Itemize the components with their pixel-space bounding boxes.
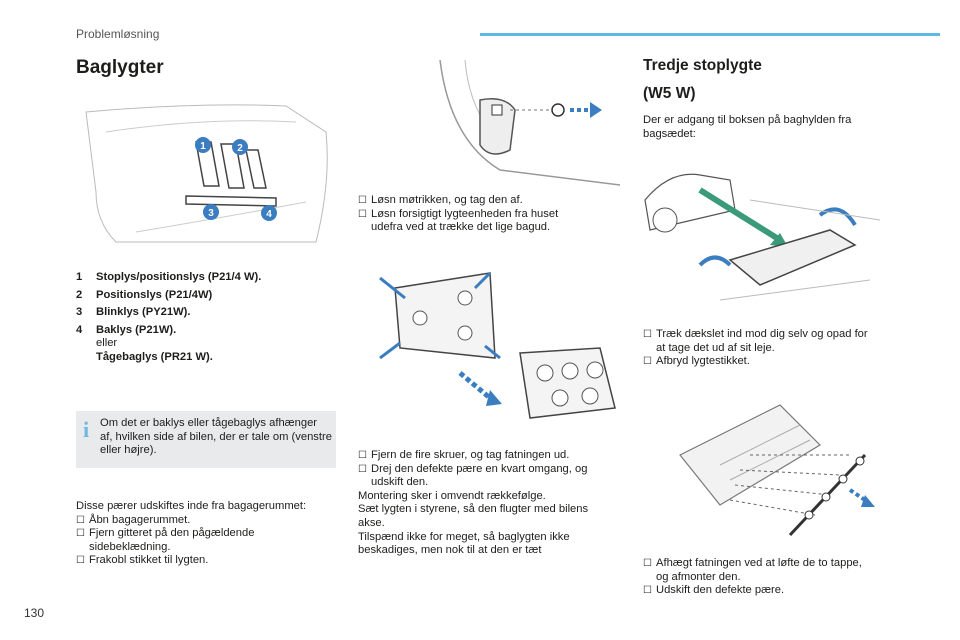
checkbox-icon: ☐ [643,356,652,368]
page-title: Baglygter [76,57,164,78]
callout-3: 3 [203,204,219,220]
rear-lamp-figure: 1 2 3 4 [76,92,336,258]
intro-line: Disse pærer udskiftes inde fra bagagerum… [76,500,307,512]
legend-label: Positionslys (P21/4W) [96,288,213,301]
checkbox-icon: ☐ [76,528,85,540]
checkbox-icon: ☐ [358,208,367,220]
bulb-holder-figure [660,395,890,545]
lamp-housing-figure [370,268,620,438]
step-text-cont: sidebeklædning. [89,540,171,553]
col2-instructions-b: ☐ Fjern de fire skruer, og tag fatningen … [358,449,628,558]
checkbox-icon: ☐ [358,463,367,475]
step-text: Afhægt fatningen ved at løfte de to tapp… [656,557,862,569]
svg-text:1: 1 [200,141,206,152]
header-bar [480,33,940,36]
step-text: Fjern de fire skruer, og tag fatningen u… [371,449,570,461]
checkbox-icon: ☐ [76,514,85,526]
step-text-cont: udefra ved at trække det lige bagud. [371,221,551,234]
svg-text:2: 2 [237,143,243,154]
step-text: Træk dækslet ind mod dig selv og opad fo… [656,328,868,340]
step-text: Udskift den defekte pære. [656,584,785,597]
lamp-legend: 1 Stoplys/positionslys (P21/4 W). 2 Posi… [76,271,346,369]
checkbox-icon: ☐ [358,195,367,206]
step-text: Drej den defekte pære en kvart omgang, o… [371,462,588,475]
step-text: Fjern gitteret på den pågældende [89,527,255,540]
legend-item: 2 Positionslys (P21/4W) [76,289,346,303]
body-line: beskadiges, men nok til at den er tæt [358,544,542,557]
body-line: akse. [358,516,385,529]
body-line: Tilspænd ikke for meget, så baglygten ik… [358,530,570,543]
checkbox-icon: ☐ [358,450,367,461]
step-text: Frakobl stikket til lygten. [89,554,209,567]
legend-item: 3 Blinklys (PY21W). [76,306,346,320]
legend-label: Stoplys/positionslys (P21/4 W). [96,271,262,283]
step-text: Åbn bagagerummet. [89,513,191,526]
third-brake-light-figure [640,160,885,310]
info-icon: i [83,417,90,442]
col3-instructions-a: ☐ Træk dækslet ind mod dig selv og opad f… [643,328,913,369]
col3-instructions-b: ☐ Afhægt fatningen ved at løfte de to tap… [643,557,913,598]
callout-4: 4 [261,205,277,221]
svg-text:4: 4 [266,209,272,220]
callout-1: 1 [195,137,211,153]
col1-instructions: Disse pærer udskiftes inde fra bagagerum… [76,500,346,568]
checkbox-icon: ☐ [76,555,85,567]
legend-number: 4 [76,323,83,336]
legend-number: 1 [76,271,83,283]
step-text-cont: udskift den. [371,476,429,489]
legend-number: 2 [76,288,83,301]
body-line: Sæt lygten i styrene, så den flugter med… [358,503,589,516]
legend-or: eller [96,337,118,350]
section-title-third-brake-light: Tredje stoplygte [643,57,762,74]
info-text: Om det er baklys eller tågebaglys afhæng… [100,417,332,457]
step-text: Afbryd lygtestikket. [656,355,750,368]
section-subtitle-bulb-type: (W5 W) [643,85,696,102]
legend-alt-label: Tågebaglys (PR21 W). [96,350,213,363]
section-label: Problemløsning [76,27,160,41]
svg-text:3: 3 [208,208,214,219]
callout-2: 2 [232,139,248,155]
legend-label: Blinklys (PY21W). [96,306,191,319]
intro-line: Der er adgang til boksen på baghylden fr… [643,114,852,126]
legend-item: 1 Stoplys/positionslys (P21/4 W). [76,271,346,285]
step-text: Løsn møtrikken, og tag den af. [371,194,523,206]
legend-label: Baklys (P21W). [96,323,177,336]
legend-number: 3 [76,306,83,319]
checkbox-icon: ☐ [643,329,652,340]
body-line: Montering sker i omvendt rækkefølge. [358,489,546,502]
col2-instructions-a: ☐ Løsn møtrikken, og tag den af. ☐ Løsn fo… [358,194,628,235]
nut-removal-figure [410,60,620,190]
col3-intro: Der er adgang til boksen på baghylden fr… [643,114,913,141]
intro-line: bagsædet: [643,127,696,140]
legend-item: 4 Baklys (P21W). eller Tågebaglys (PR21 … [76,324,346,365]
step-text-cont: at tage det ud af sit leje. [656,341,775,354]
step-text: Løsn forsigtigt lygteenheden fra huset [371,207,559,220]
step-text-cont: og afmonter den. [656,570,741,583]
page-number: 130 [24,606,45,620]
checkbox-icon: ☐ [643,585,652,597]
checkbox-icon: ☐ [643,558,652,569]
info-box: i Om det er baklys eller tågebaglys afhæ… [76,411,336,468]
